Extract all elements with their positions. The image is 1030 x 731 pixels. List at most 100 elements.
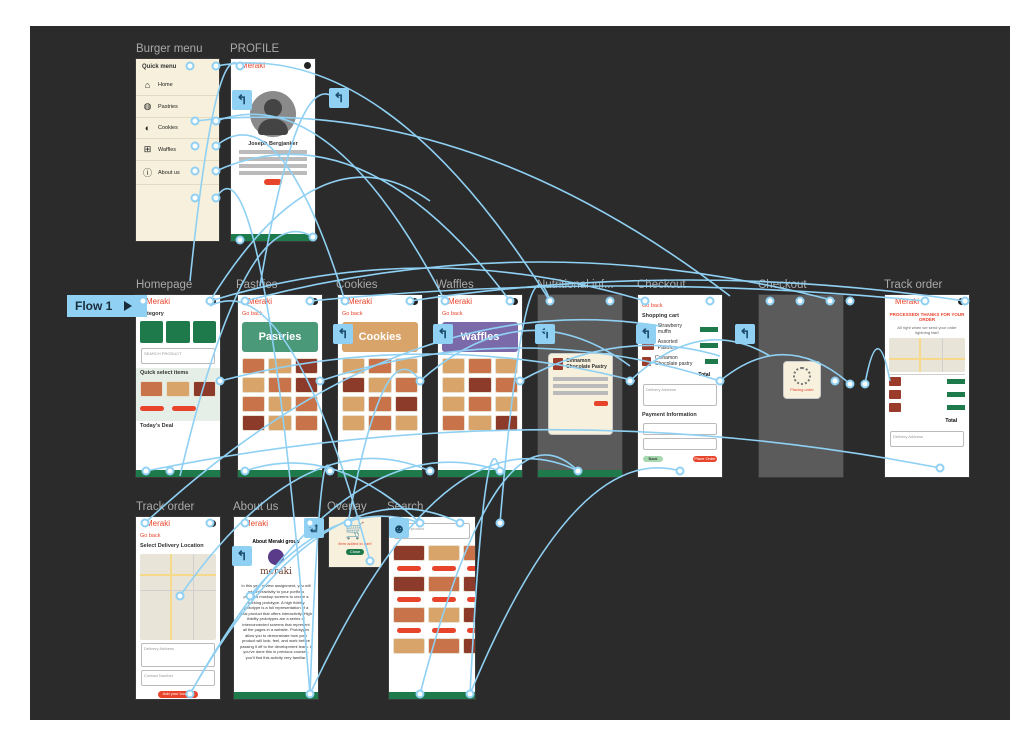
- back-button[interactable]: Back: [643, 456, 663, 462]
- frame-title-about[interactable]: About us: [233, 501, 279, 513]
- frame-nutrition[interactable]: Cinnamon Chocolate Pastry: [537, 294, 623, 478]
- back-action-icon[interactable]: ↰: [735, 324, 755, 344]
- connection-node[interactable]: [165, 466, 175, 476]
- menu-item-waffles[interactable]: ⊞Waffles: [136, 139, 219, 161]
- connection-node[interactable]: [465, 689, 475, 699]
- connection-node[interactable]: [573, 466, 583, 476]
- connection-node[interactable]: [138, 296, 148, 306]
- back-link[interactable]: Go back: [442, 311, 463, 317]
- back-action-icon[interactable]: ↰: [433, 324, 453, 344]
- menu-item-pastries[interactable]: ◍Pastries: [136, 96, 219, 118]
- connection-node[interactable]: [140, 518, 150, 528]
- connection-node[interactable]: [340, 296, 350, 306]
- delivery-address-field[interactable]: Delivery Address: [890, 431, 964, 447]
- connection-node[interactable]: [935, 463, 945, 473]
- connection-node[interactable]: [830, 376, 840, 386]
- connection-node[interactable]: [205, 296, 215, 306]
- connection-node[interactable]: [240, 296, 250, 306]
- frame-about[interactable]: Meraki About Meraki group meraki In this…: [233, 516, 319, 700]
- back-link[interactable]: Go back: [140, 533, 161, 539]
- connection-node[interactable]: [625, 376, 635, 386]
- menu-item-cookies[interactable]: ◐Cookies: [136, 118, 219, 139]
- connection-node[interactable]: [765, 296, 775, 306]
- connection-node[interactable]: [405, 296, 415, 306]
- map[interactable]: [889, 338, 965, 375]
- connection-node[interactable]: [235, 61, 245, 71]
- connection-node[interactable]: [505, 296, 515, 306]
- connection-node[interactable]: [190, 141, 200, 151]
- connection-node[interactable]: [245, 591, 255, 601]
- connection-node[interactable]: [211, 141, 221, 151]
- category-waffles[interactable]: [192, 321, 216, 343]
- frame-pastries[interactable]: Meraki Go back Pastries: [237, 294, 323, 478]
- back-action-icon[interactable]: ↰: [333, 324, 353, 344]
- flow-1-starting-point[interactable]: Flow 1: [67, 295, 147, 317]
- connection-node[interactable]: [185, 61, 195, 71]
- delivery-address-input[interactable]: Delivery Address: [643, 384, 717, 406]
- connection-node[interactable]: [240, 466, 250, 476]
- connection-node[interactable]: [495, 466, 505, 476]
- back-link[interactable]: Go back: [642, 303, 663, 309]
- connection-node[interactable]: [211, 166, 221, 176]
- frame-track-order[interactable]: Meraki PROCESSED! THANKS FOR YOUR ORDER …: [884, 294, 970, 478]
- connection-node[interactable]: [215, 376, 225, 386]
- connection-node[interactable]: [305, 689, 315, 699]
- back-action-icon[interactable]: ↰: [232, 546, 252, 566]
- connection-node[interactable]: [211, 61, 221, 71]
- contact-number-input[interactable]: Contact Number: [141, 670, 215, 686]
- frame-title-search[interactable]: Search: [387, 501, 424, 513]
- connection-node[interactable]: [845, 296, 855, 306]
- connection-node[interactable]: [860, 379, 870, 389]
- connection-node[interactable]: [425, 466, 435, 476]
- connection-node[interactable]: [305, 518, 315, 528]
- connection-node[interactable]: [343, 518, 353, 528]
- connection-node[interactable]: [211, 193, 221, 203]
- connection-node[interactable]: [515, 376, 525, 386]
- frame-title-overlay[interactable]: Overlay: [327, 501, 367, 513]
- frame-title-nutrition[interactable]: Nutritional inf...: [537, 279, 614, 291]
- connection-node[interactable]: [605, 296, 615, 306]
- frame-checkout-placing[interactable]: Placing order: [758, 294, 844, 478]
- search-input[interactable]: SEARCH PRODUCT: [141, 348, 215, 364]
- connection-node[interactable]: [308, 232, 318, 242]
- connection-node[interactable]: [715, 376, 725, 386]
- frame-title-cookies[interactable]: Cookies: [336, 279, 378, 291]
- back-action-icon[interactable]: ↰: [232, 90, 252, 110]
- user-action-icon[interactable]: ☻: [389, 518, 409, 538]
- connection-node[interactable]: [705, 296, 715, 306]
- add-button[interactable]: [594, 401, 608, 406]
- connection-node[interactable]: [190, 116, 200, 126]
- logout-button[interactable]: [264, 179, 282, 185]
- connection-node[interactable]: [545, 296, 555, 306]
- frame-title-checkout-2[interactable]: Checkout: [758, 279, 807, 291]
- connection-node[interactable]: [305, 296, 315, 306]
- frame-title-track-order-2[interactable]: Track order: [136, 501, 195, 513]
- frame-title-track-order[interactable]: Track order: [884, 279, 943, 291]
- frame-profile[interactable]: Meraki Joseph Bergjanker: [230, 58, 316, 242]
- connection-node[interactable]: [190, 166, 200, 176]
- overlay-close-button[interactable]: Close: [346, 549, 364, 555]
- frame-checkout[interactable]: Go back Shopping cart Strawberry muffin …: [637, 294, 723, 478]
- frame-cookies[interactable]: Meraki Go back Cookies: [337, 294, 423, 478]
- frame-title-profile[interactable]: PROFILE: [230, 43, 280, 55]
- back-action-icon[interactable]: ↰: [535, 324, 555, 344]
- back-action-icon[interactable]: ↰: [636, 324, 656, 344]
- frame-title-pastries[interactable]: Pastries: [236, 279, 278, 291]
- back-link[interactable]: Go back: [342, 311, 363, 317]
- category-cookies[interactable]: [166, 321, 190, 343]
- frame-burger-menu[interactable]: Quick menu ⌂Home ◍Pastries ◐Cookies ⊞Waf…: [135, 58, 220, 242]
- connection-node[interactable]: [141, 466, 151, 476]
- place-order-button[interactable]: Place Order: [693, 456, 717, 462]
- connection-node[interactable]: [365, 556, 375, 566]
- add-location-button[interactable]: Add your location: [158, 691, 198, 698]
- frame-homepage[interactable]: Meraki Category SEARCH PRODUCT Quick sel…: [135, 294, 221, 478]
- frame-track-location[interactable]: Meraki Go back Select Delivery Location …: [135, 516, 221, 700]
- connection-node[interactable]: [205, 518, 215, 528]
- frame-search[interactable]: Search product: [388, 516, 476, 700]
- frame-title-home[interactable]: Homepage: [136, 279, 193, 291]
- connection-node[interactable]: [325, 466, 335, 476]
- connection-node[interactable]: [415, 689, 425, 699]
- connection-node[interactable]: [315, 376, 325, 386]
- back-action-icon[interactable]: ↰: [329, 88, 349, 108]
